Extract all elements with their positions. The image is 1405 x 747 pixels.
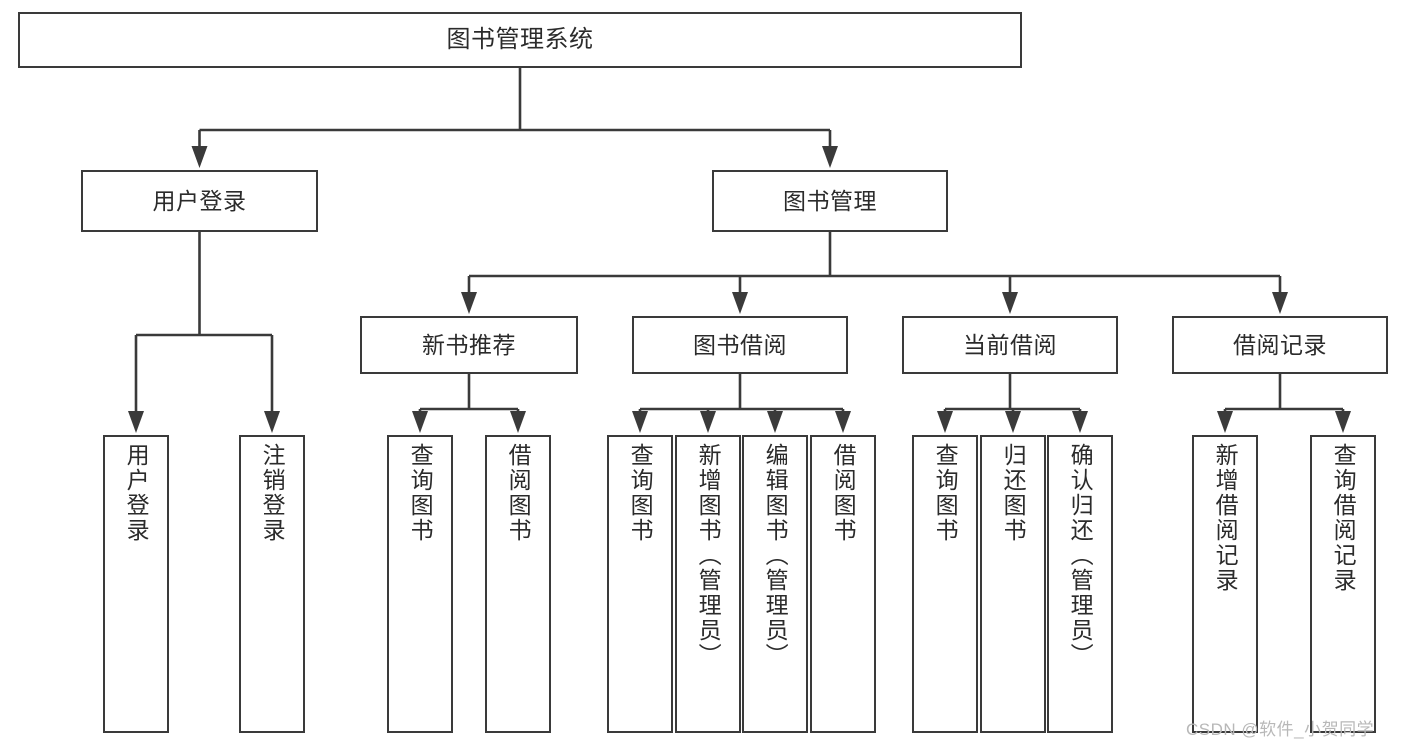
- node-book-borrow-label: 图书借阅: [693, 331, 787, 358]
- node-new-book-rec-label: 新书推荐: [422, 331, 516, 358]
- node-leaf-rec-borrow-book[interactable]: 借阅图书: [485, 435, 551, 733]
- connector-arrowhead: [412, 411, 428, 433]
- node-leaf-current-confirm-return[interactable]: 确认归还（管理员）: [1047, 435, 1113, 733]
- connector-arrowhead: [767, 411, 783, 433]
- node-current-borrow[interactable]: 当前借阅: [902, 316, 1118, 374]
- node-leaf-current-return-book-label: 归还图书: [1000, 443, 1027, 543]
- connector-arrowhead: [732, 292, 748, 314]
- node-leaf-record-add[interactable]: 新增借阅记录: [1192, 435, 1258, 733]
- node-leaf-rec-query-book[interactable]: 查询图书: [387, 435, 453, 733]
- node-borrow-record-label: 借阅记录: [1233, 331, 1327, 358]
- node-leaf-borrow-add-book-label: 新增图书（管理员）: [695, 443, 722, 668]
- node-leaf-borrow-query-book-label: 查询图书: [627, 443, 654, 543]
- node-leaf-record-add-label: 新增借阅记录: [1212, 443, 1239, 593]
- node-leaf-borrow-borrow-book[interactable]: 借阅图书: [810, 435, 876, 733]
- node-leaf-borrow-borrow-book-label: 借阅图书: [830, 443, 857, 543]
- connector-arrowhead: [632, 411, 648, 433]
- node-user-login-label: 用户登录: [152, 187, 247, 214]
- connector-arrowhead: [128, 411, 144, 433]
- node-book-borrow[interactable]: 图书借阅: [632, 316, 848, 374]
- connector-arrowhead: [191, 146, 208, 168]
- connector-arrowhead: [1072, 411, 1088, 433]
- watermark-text: CSDN @软件_小贺同学: [1186, 720, 1375, 739]
- node-new-book-rec[interactable]: 新书推荐: [360, 316, 578, 374]
- connector-arrowhead: [264, 411, 280, 433]
- node-leaf-rec-query-book-label: 查询图书: [407, 443, 434, 543]
- node-leaf-user-login[interactable]: 用户登录: [103, 435, 169, 733]
- connector-arrowhead: [1005, 411, 1021, 433]
- node-leaf-borrow-edit-book[interactable]: 编辑图书（管理员）: [742, 435, 808, 733]
- connector-arrowhead: [510, 411, 526, 433]
- node-user-login[interactable]: 用户登录: [81, 170, 318, 232]
- node-leaf-borrow-edit-book-label: 编辑图书（管理员）: [762, 443, 789, 668]
- node-leaf-record-query[interactable]: 查询借阅记录: [1310, 435, 1376, 733]
- connector-arrowhead: [1272, 292, 1288, 314]
- connector-arrowhead: [822, 146, 838, 168]
- connector-arrowhead: [937, 411, 953, 433]
- connector-arrowhead: [1002, 292, 1018, 314]
- node-leaf-rec-borrow-book-label: 借阅图书: [505, 443, 532, 543]
- node-leaf-record-query-label: 查询借阅记录: [1330, 443, 1357, 593]
- node-borrow-record[interactable]: 借阅记录: [1172, 316, 1388, 374]
- connector-arrowhead: [700, 411, 716, 433]
- node-leaf-current-query-book-label: 查询图书: [932, 443, 959, 543]
- connector-arrowhead: [1335, 411, 1351, 433]
- node-leaf-borrow-query-book[interactable]: 查询图书: [607, 435, 673, 733]
- node-leaf-user-logout-label: 注销登录: [259, 443, 286, 543]
- node-book-manage-label: 图书管理: [783, 187, 877, 214]
- connector-arrowhead: [835, 411, 851, 433]
- connector-arrowhead: [461, 292, 477, 314]
- node-leaf-user-logout[interactable]: 注销登录: [239, 435, 305, 733]
- connector-arrowhead: [1217, 411, 1233, 433]
- node-book-manage[interactable]: 图书管理: [712, 170, 948, 232]
- node-leaf-borrow-add-book[interactable]: 新增图书（管理员）: [675, 435, 741, 733]
- node-root-label: 图书管理系统: [446, 26, 594, 54]
- node-leaf-user-login-label: 用户登录: [123, 443, 150, 543]
- node-leaf-current-return-book[interactable]: 归还图书: [980, 435, 1046, 733]
- node-leaf-current-confirm-return-label: 确认归还（管理员）: [1067, 443, 1094, 668]
- node-root[interactable]: 图书管理系统: [18, 12, 1022, 68]
- node-leaf-current-query-book[interactable]: 查询图书: [912, 435, 978, 733]
- node-current-borrow-label: 当前借阅: [963, 331, 1057, 358]
